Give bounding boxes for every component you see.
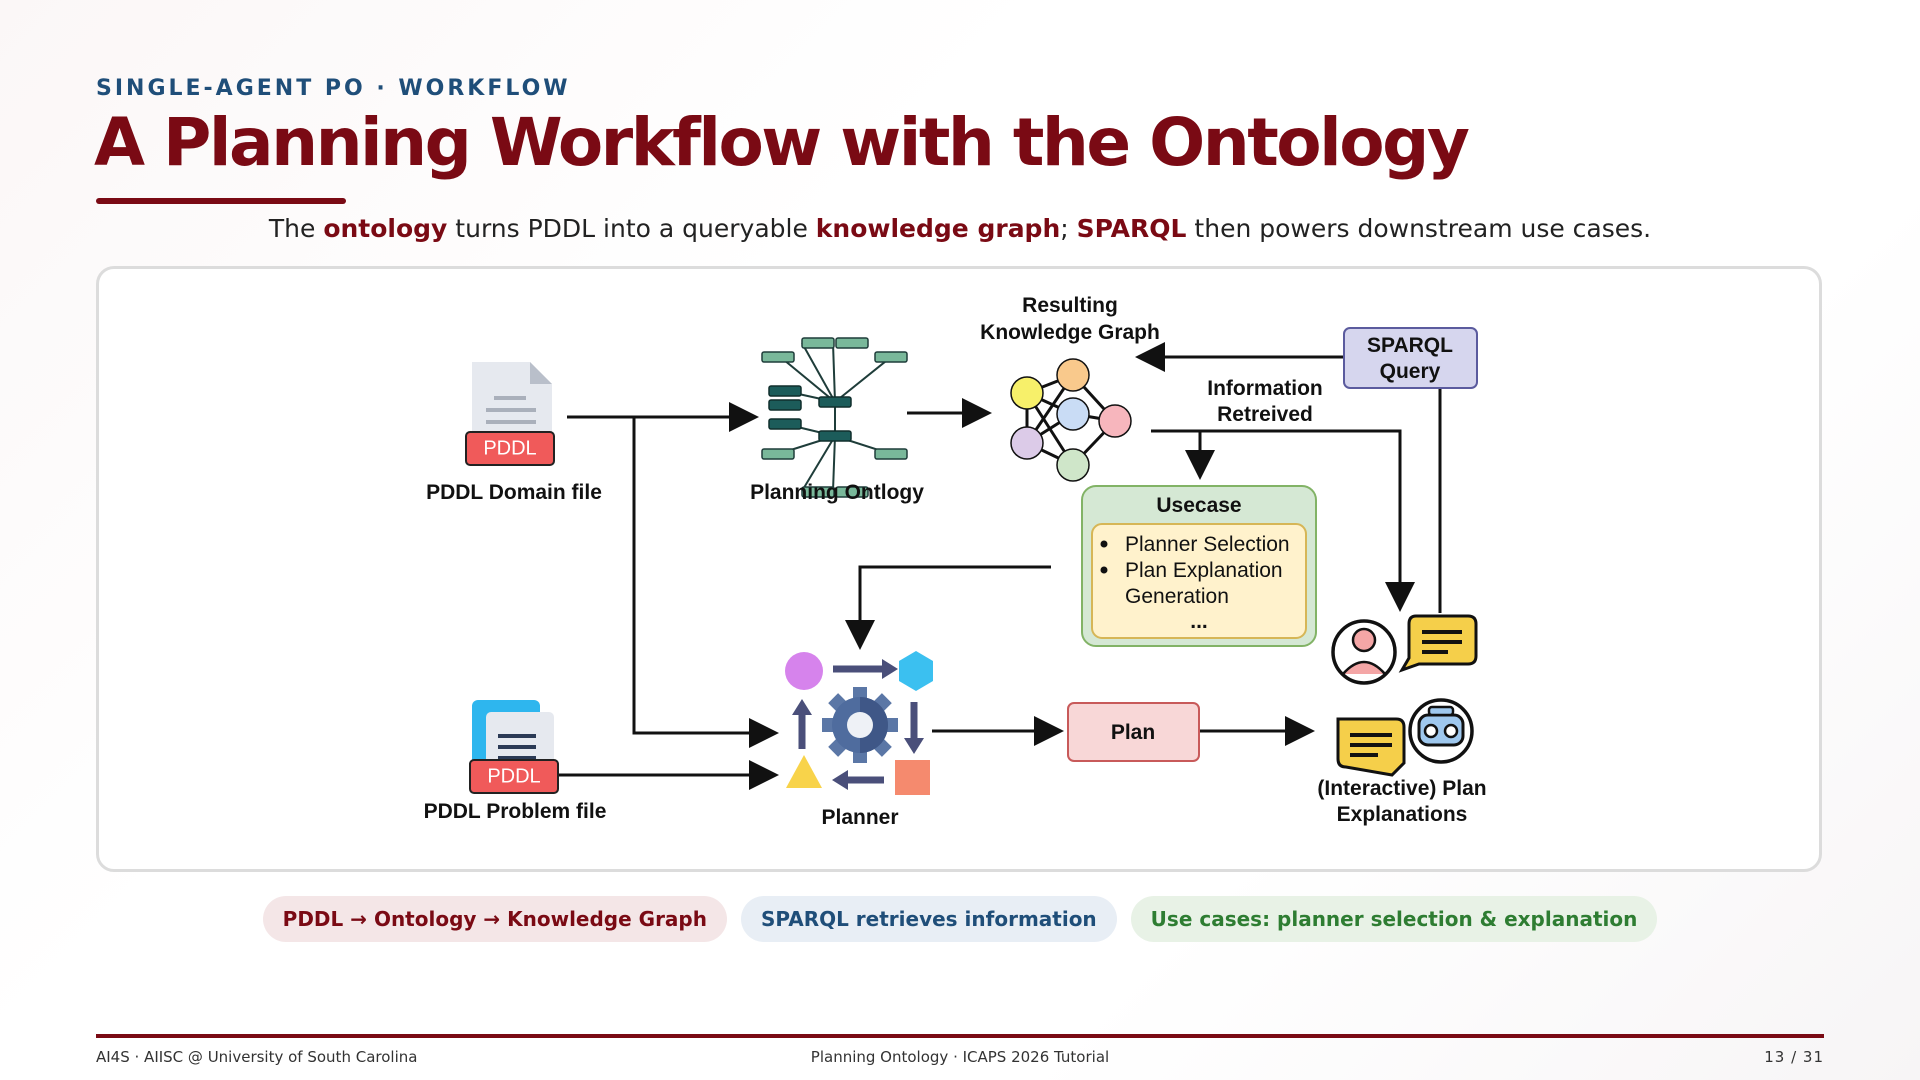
explanations-label-line1: (Interactive) Plan — [1317, 777, 1486, 800]
planner-label: Planner — [821, 806, 898, 829]
sparql-label-line2: Query — [1380, 360, 1441, 383]
footer-event: Planning Ontology · ICAPS 2026 Tutorial — [810, 1048, 1110, 1066]
summary-chips: PDDL → Ontology → Knowledge Graph SPARQL… — [0, 896, 1920, 942]
arrow-usecase-to-planner — [845, 565, 1051, 650]
page-title: A Planning Workflow with the Ontology — [94, 104, 1470, 181]
title-underline — [96, 198, 346, 204]
arrow-domain-to-planner — [632, 417, 779, 748]
pddl-problem-label: PDDL Problem file — [424, 800, 607, 823]
footer-affiliation: AI4S · AIISC @ University of South Carol… — [96, 1048, 418, 1066]
knowledge-graph-icon — [1010, 358, 1132, 482]
usecase-title: Usecase — [1156, 494, 1241, 517]
explanations-label-line2: Explanations — [1337, 803, 1468, 826]
subtitle-highlight-ontology: ontology — [323, 214, 448, 243]
usecase-inner-box — [1091, 523, 1307, 639]
arrow-kg-to-usecase — [1151, 429, 1215, 480]
footer-rule — [96, 1034, 1824, 1038]
arrow-kg-to-user — [1200, 429, 1415, 612]
knowledge-graph-node: Resulting Knowledge Graph — [980, 294, 1160, 482]
subtitle-text-1: The — [268, 214, 324, 243]
kg-label-line1: Resulting — [1022, 294, 1118, 317]
sparql-label-line1: SPARQL — [1367, 334, 1453, 357]
subtitle-text-3: ; — [1060, 214, 1077, 243]
page-number: 13 / 31 — [1764, 1048, 1824, 1066]
ontology-label: Planning Ontlogy — [750, 481, 924, 504]
user-icon — [1331, 619, 1397, 685]
info-label-line1: Information — [1207, 377, 1323, 400]
sparql-query-box — [1343, 327, 1478, 389]
ontology-tree-icon — [761, 337, 908, 498]
chip-pipeline: PDDL → Ontology → Knowledge Graph — [262, 896, 727, 942]
pddl-problem-badge-label: PDDL — [487, 765, 540, 787]
usecase-node: Usecase Planner Selection Plan Explanati… — [1081, 485, 1317, 647]
chat-bubble-icon — [1398, 614, 1478, 673]
workflow-diagram: PDDL PDDL Domain file PDDL PDDL Problem … — [424, 294, 1487, 829]
subtitle-text-4: then powers downstream use cases. — [1186, 214, 1652, 243]
info-label-line2: Retreived — [1217, 403, 1313, 426]
plan-box — [1067, 702, 1200, 762]
section-kicker: SINGLE-AGENT PO · WORKFLOW — [96, 76, 571, 101]
sparql-query-node: SPARQL Query — [1343, 327, 1478, 389]
plan-node: Plan — [1067, 702, 1200, 762]
subtitle-text-2: turns PDDL into a queryable — [447, 214, 816, 243]
robot-icon — [1408, 698, 1474, 764]
planner-node: Planner — [785, 651, 933, 829]
plan-label: Plan — [1111, 721, 1155, 744]
kg-label-line2: Knowledge Graph — [980, 321, 1160, 344]
info-retrieved-label: Information Retreived — [1207, 377, 1323, 426]
pddl-domain-label: PDDL Domain file — [426, 481, 602, 504]
chip-sparql: SPARQL retrieves information — [740, 896, 1117, 942]
pddl-domain-badge-label: PDDL — [483, 437, 536, 459]
subtitle-highlight-kg: knowledge graph — [815, 214, 1061, 243]
pddl-problem-node: PDDL PDDL Problem file — [424, 700, 607, 823]
usecase-item-planner-selection: Planner Selection — [1125, 533, 1290, 556]
usecase-item-generation: Generation — [1125, 585, 1229, 608]
pddl-problem-badge — [469, 759, 559, 794]
usecase-item-plan-explanation: Plan Explanation — [1125, 559, 1283, 582]
usecase-item-more: ... — [1190, 610, 1208, 633]
planner-gear-icon — [785, 651, 933, 795]
chat-bubble-icon — [1336, 717, 1406, 777]
subtitle: The ontology turns PDDL into a queryable… — [0, 214, 1920, 243]
connectors — [558, 342, 1442, 790]
pddl-domain-badge — [465, 431, 555, 466]
chip-usecases: Use cases: planner selection & explanati… — [1130, 896, 1658, 942]
file-icon — [472, 362, 552, 452]
planning-ontology-node: Planning Ontlogy — [750, 337, 924, 504]
explanations-node: (Interactive) Plan Explanations — [1317, 698, 1487, 826]
subtitle-highlight-sparql: SPARQL — [1076, 214, 1187, 243]
diagram-panel — [96, 266, 1822, 872]
pddl-domain-node: PDDL PDDL Domain file — [426, 362, 602, 504]
